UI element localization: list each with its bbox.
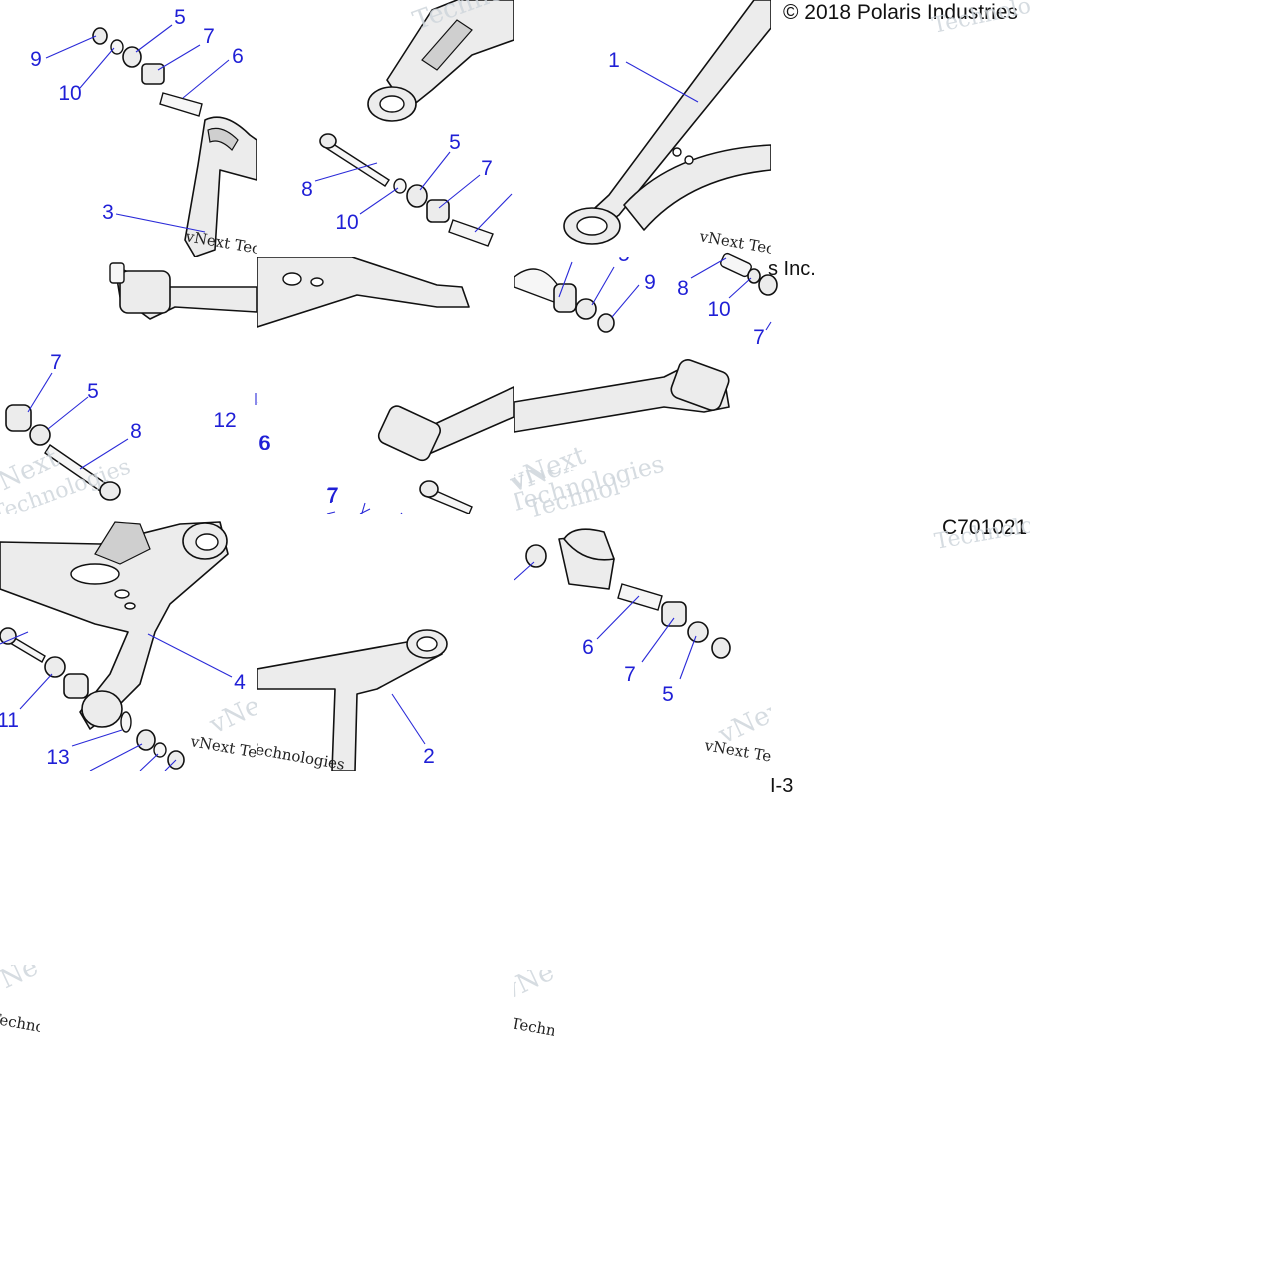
tile-drawing: 9 5 10 7 6 3 vNext Technologies — [30, 6, 257, 257]
sleeve-part — [617, 583, 663, 611]
copyright-notice: © 2018 Polaris Industries — [783, 1, 1018, 24]
callout-label: 10 — [58, 82, 81, 105]
bearing-part — [406, 184, 428, 208]
bearing-part — [29, 424, 51, 446]
callout-label: 7 — [481, 157, 493, 180]
callout-label: 5 — [662, 683, 674, 706]
control-arm-part — [257, 257, 470, 328]
watermark-label: Technologies — [933, 515, 1030, 555]
callout-label: 2 — [423, 745, 435, 768]
watermark-overlay: Technologies — [933, 515, 1030, 555]
tile-drawing: 6 7 5 vNext Technologies vNext vNext — [514, 528, 771, 771]
bearing-part — [575, 298, 597, 320]
callout-label: 5 — [174, 6, 186, 29]
tile-drawing: 4 11 13 vNext Technologies vNext — [0, 521, 257, 771]
callout-label: 9 — [644, 271, 656, 294]
tile-drawing: 5 8 7 10 Technologies — [301, 0, 514, 247]
callout-label: 1 — [608, 49, 620, 72]
callout-label: 7 — [624, 663, 636, 686]
bearing-part — [687, 621, 709, 643]
callout-label: 6 — [259, 432, 271, 455]
watermark-label: Technologies — [930, 0, 1030, 39]
callout-label: 5 — [618, 257, 630, 266]
callout-label: 7 — [326, 485, 338, 508]
page-reference: I-3 — [770, 775, 794, 797]
callout-label: 7 — [753, 326, 765, 349]
callout-label: 6 — [582, 636, 594, 659]
figure-code: C701021 — [942, 516, 1028, 539]
callout-label: 7 — [203, 25, 215, 48]
copyright-fragment: s Inc. — [768, 258, 816, 280]
callout-label: 10 — [707, 298, 730, 321]
diagram-tile-front-lower-left: 9 5 10 7 6 3 vNext Technologies — [0, 0, 257, 257]
callout-label: 12 — [213, 409, 236, 432]
bushing-part — [525, 544, 547, 568]
bearing-part — [136, 729, 156, 751]
tile-drawing: 12 6 7 — [257, 257, 514, 514]
watermark-overlay: vNext Technologies — [0, 965, 40, 1035]
watermark-label: Technologies — [0, 1009, 40, 1035]
callout-label: 13 — [46, 746, 69, 769]
control-arm-part — [184, 116, 257, 257]
callout-label: 6 — [258, 432, 270, 455]
callout-label: 7 — [50, 351, 62, 374]
nut-part — [92, 27, 108, 45]
watermark-label: vNext — [514, 970, 554, 1007]
bushing-part — [426, 199, 450, 223]
watermark-label: vNext — [0, 965, 40, 1002]
tile-drawing: 5 9 vNext Technologies — [514, 257, 730, 514]
callout-label: 7 — [327, 484, 339, 507]
bushing-part — [377, 405, 441, 462]
watermark-label: vNext — [204, 680, 257, 741]
callout-overlay: 8 10 7 — [677, 252, 778, 349]
bearing-part — [758, 274, 778, 296]
diagram-tile-front-lower-right: 5 8 7 10 Technologies — [257, 0, 514, 257]
bushing-part — [141, 63, 165, 85]
callout-label: 8 — [301, 178, 313, 201]
washer-part — [153, 742, 167, 758]
callout-label: 3 — [102, 201, 114, 224]
bushing-part — [553, 283, 577, 313]
diagram-tile-rear-lower-right: 12 6 7 — [257, 257, 514, 514]
callout-label: 11 — [0, 709, 19, 732]
watermark-overlay: Technologies — [930, 0, 1030, 39]
bearing-part — [44, 656, 66, 678]
callout-label: 4 — [234, 671, 246, 694]
washer-part — [393, 178, 407, 194]
washer-part — [110, 39, 124, 55]
callout-label: 10 — [335, 211, 358, 234]
bushing-part — [63, 673, 89, 699]
diagram-tile-lower-hardware: 6 7 5 vNext Technologies vNext vNext — [514, 514, 771, 771]
diagram-tile-front-upper: 1 vNext Technologies — [514, 0, 771, 257]
tile-drawing: 2 vNext Technologies — [257, 629, 448, 771]
tile-drawing: 1 vNext Technologies — [563, 0, 771, 257]
diagram-tile-lower-arm-2: 2 vNext Technologies — [257, 514, 514, 771]
washer-part — [747, 268, 761, 284]
tile-drawing: 7 5 8 vNext Technologies — [0, 262, 257, 514]
bushing-part — [5, 404, 32, 432]
nut-part — [597, 313, 615, 333]
bushing-part — [661, 601, 687, 627]
callout-label: 8 — [677, 277, 689, 300]
callout-label: 5 — [449, 131, 461, 154]
diagram-tile-lower-a-arm: 4 11 13 vNext Technologies vNext — [0, 514, 257, 771]
diagram-tile-rear-lower-left: 7 5 8 vNext Technologies — [0, 257, 257, 514]
sleeve-part — [159, 92, 203, 117]
bracket-part — [94, 521, 151, 565]
nut-part — [711, 637, 731, 659]
watermark-label: Technologies — [514, 1014, 554, 1040]
callout-label: 5 — [87, 380, 99, 403]
callout-label: 9 — [30, 48, 42, 71]
snap-ring-part — [120, 711, 132, 733]
watermark-overlay: vNext Technologies — [514, 970, 554, 1040]
watermark-overlay: vNext Technologies — [510, 470, 620, 524]
diagram-tile-rear-upper: 5 9 vNext Technologies — [514, 257, 771, 514]
watermark-label: vNext — [713, 690, 771, 751]
sleeve-part — [448, 219, 494, 247]
callout-label: 6 — [232, 45, 244, 68]
callout-label: 8 — [130, 420, 142, 443]
